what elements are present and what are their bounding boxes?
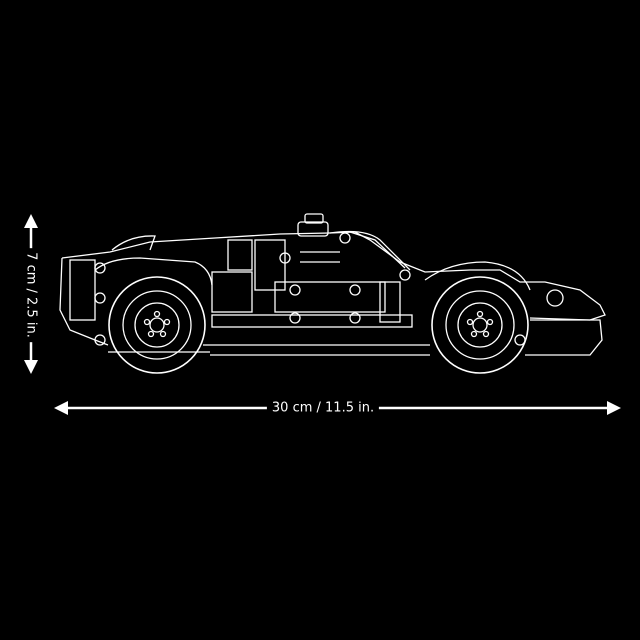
car-line-drawing <box>59 213 606 356</box>
height-dimension-label: 7 cm / 2.5 in. <box>23 248 39 342</box>
arrow-down-icon <box>24 360 38 374</box>
length-dimension-label: 30 cm / 11.5 in. <box>266 400 380 416</box>
arrow-left-icon <box>54 401 68 415</box>
front-wheel <box>431 276 529 374</box>
arrow-right-icon <box>607 401 621 415</box>
arrow-up-icon <box>24 214 38 228</box>
rear-wheel <box>108 276 206 374</box>
